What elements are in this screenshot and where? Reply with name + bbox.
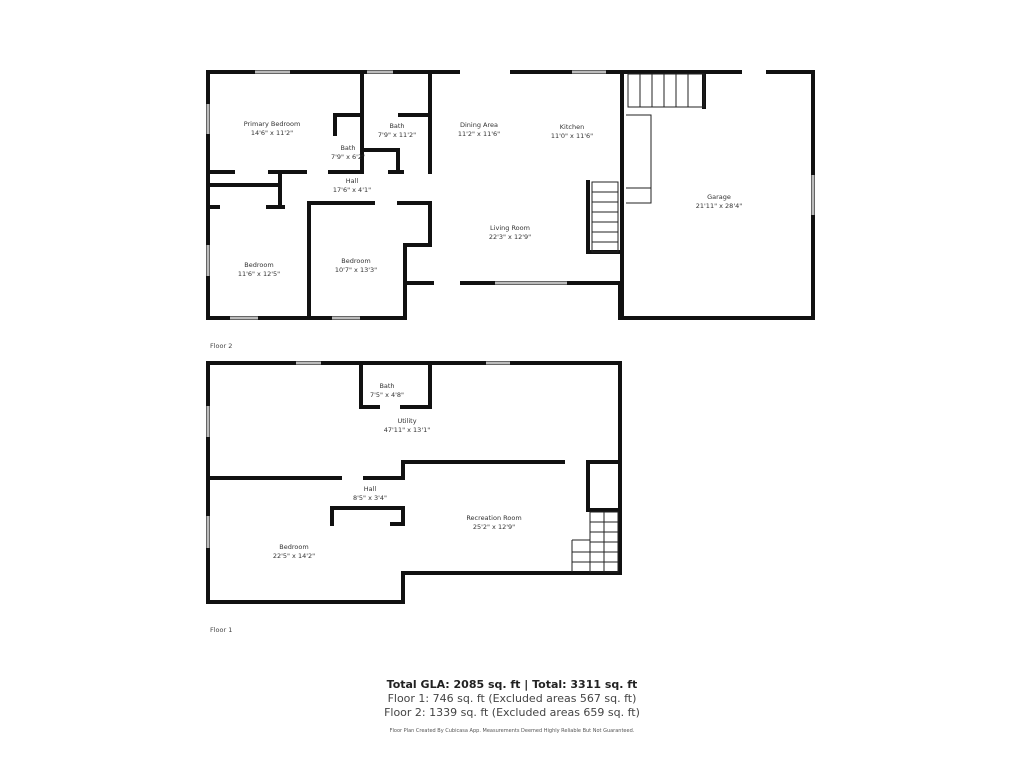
floor-1-plan: Floor 1 Bath 7'5" x 4'8" Utility 47'11" … xyxy=(206,361,622,634)
stairs xyxy=(591,73,705,253)
room-dims: 11'6" x 12'5" xyxy=(238,270,280,278)
stairs xyxy=(571,511,619,573)
room-dims: 17'6" x 4'1" xyxy=(333,186,371,194)
room-dims: 22'3" x 12'9" xyxy=(489,233,531,241)
room-dims: 7'9" x 11'2" xyxy=(378,131,416,139)
room-name: Bath xyxy=(379,382,394,390)
room-dims: 25'2" x 12'9" xyxy=(473,523,515,531)
room-name: Bedroom xyxy=(279,543,308,551)
room-name: Recreation Room xyxy=(466,514,521,522)
room-name: Kitchen xyxy=(560,123,584,131)
total-area: Total GLA: 2085 sq. ft | Total: 3311 sq.… xyxy=(386,678,638,691)
room-dims: 7'5" x 4'8" xyxy=(370,391,404,399)
room-dims: 8'5" x 3'4" xyxy=(353,494,387,502)
room-name: Bedroom xyxy=(244,261,273,269)
room-name: Bath xyxy=(389,122,404,130)
room-name: Living Room xyxy=(490,224,530,232)
room-dims: 21'11" x 28'4" xyxy=(696,202,742,210)
floor-2-plan: Floor 2 Primary Bedroom 14'6" x 11'2" Ba… xyxy=(206,70,815,350)
room-dims: 10'7" x 13'3" xyxy=(335,266,377,274)
room-dims: 11'2" x 11'6" xyxy=(458,130,500,138)
room-dims: 22'5" x 14'2" xyxy=(273,552,315,560)
room-dims: 7'9" x 6'2" xyxy=(331,153,365,161)
room-name: Utility xyxy=(397,417,416,425)
room-name: Garage xyxy=(707,193,731,201)
disclaimer: Floor Plan Created By Cubicasa App. Meas… xyxy=(389,728,635,734)
room-dims: 14'6" x 11'2" xyxy=(251,129,293,137)
room-name: Dining Area xyxy=(460,121,498,129)
floor-2-label: Floor 2 xyxy=(210,342,232,350)
room-name: Primary Bedroom xyxy=(244,120,301,128)
floor-1-area: Floor 1: 746 sq. ft (Excluded areas 567 … xyxy=(387,692,637,705)
room-dims: 47'11" x 13'1" xyxy=(384,426,430,434)
room-name: Hall xyxy=(346,177,359,185)
room-dims: 11'0" x 11'6" xyxy=(551,132,593,140)
floor-1-label: Floor 1 xyxy=(210,626,232,634)
room-name: Bedroom xyxy=(341,257,370,265)
floor-2-area: Floor 2: 1339 sq. ft (Excluded areas 659… xyxy=(384,706,640,719)
room-name: Bath xyxy=(340,144,355,152)
room-name: Hall xyxy=(364,485,377,493)
